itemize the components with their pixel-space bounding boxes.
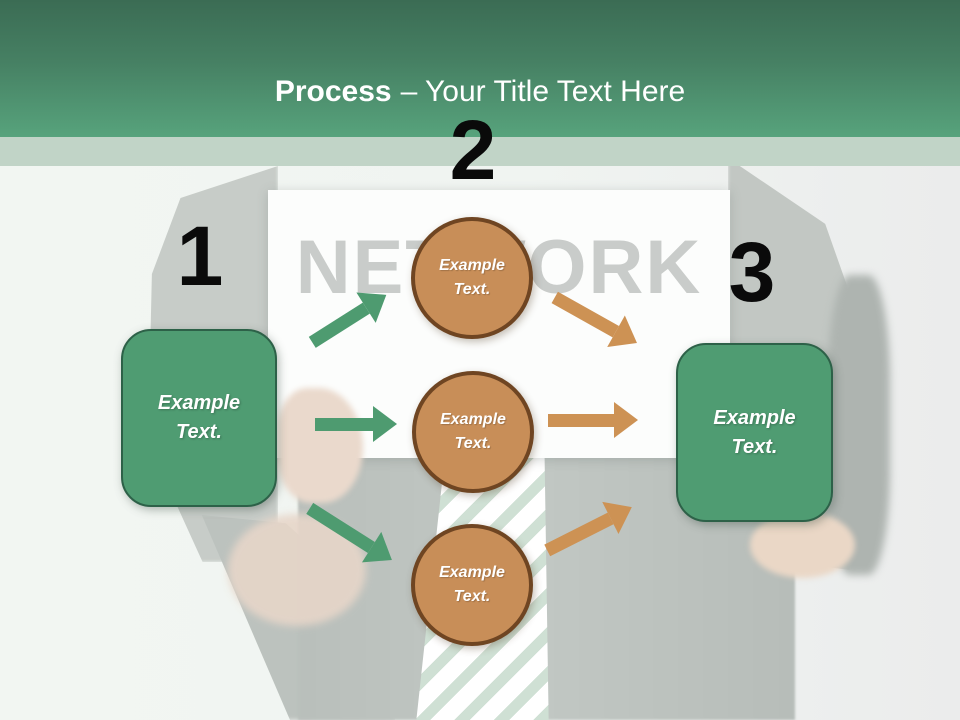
photo-left-hand — [278, 388, 363, 503]
arrow-shaft — [315, 417, 373, 431]
arrow-left-to-middle-circle — [315, 406, 397, 442]
process-circle-top: Example Text. — [411, 217, 533, 339]
step-number-1: 1 — [176, 209, 224, 303]
step-number-3: 3 — [728, 225, 776, 319]
arrow-middle-circle-to-right — [548, 402, 638, 438]
process-circle-top-label: Example Text. — [439, 257, 505, 298]
arrow-head-icon — [373, 406, 397, 442]
slide-title: Process– Your Title Text Here — [275, 77, 685, 107]
process-circle-middle: Example Text. — [412, 371, 534, 493]
slide-title-emphasis: Process — [274, 75, 392, 108]
process-box-right: Example Text. — [676, 343, 833, 522]
step-number-2: 2 — [449, 103, 497, 197]
header-accent-band — [0, 137, 960, 166]
arrow-shaft — [548, 413, 614, 427]
process-circle-middle-label: Example Text. — [440, 411, 506, 452]
arrow-head-icon — [614, 402, 638, 438]
process-circle-bottom-label: Example Text. — [439, 564, 505, 605]
photo-right-hand — [750, 512, 855, 578]
process-box-left-label: Example Text. — [157, 392, 241, 443]
process-box-left: Example Text. — [121, 329, 277, 507]
process-circle-bottom: Example Text. — [411, 524, 533, 646]
slide-title-rest: – Your Title Text Here — [400, 75, 686, 108]
process-box-right-label: Example Text. — [713, 406, 796, 458]
slide-header: Process– Your Title Text Here — [0, 0, 960, 137]
